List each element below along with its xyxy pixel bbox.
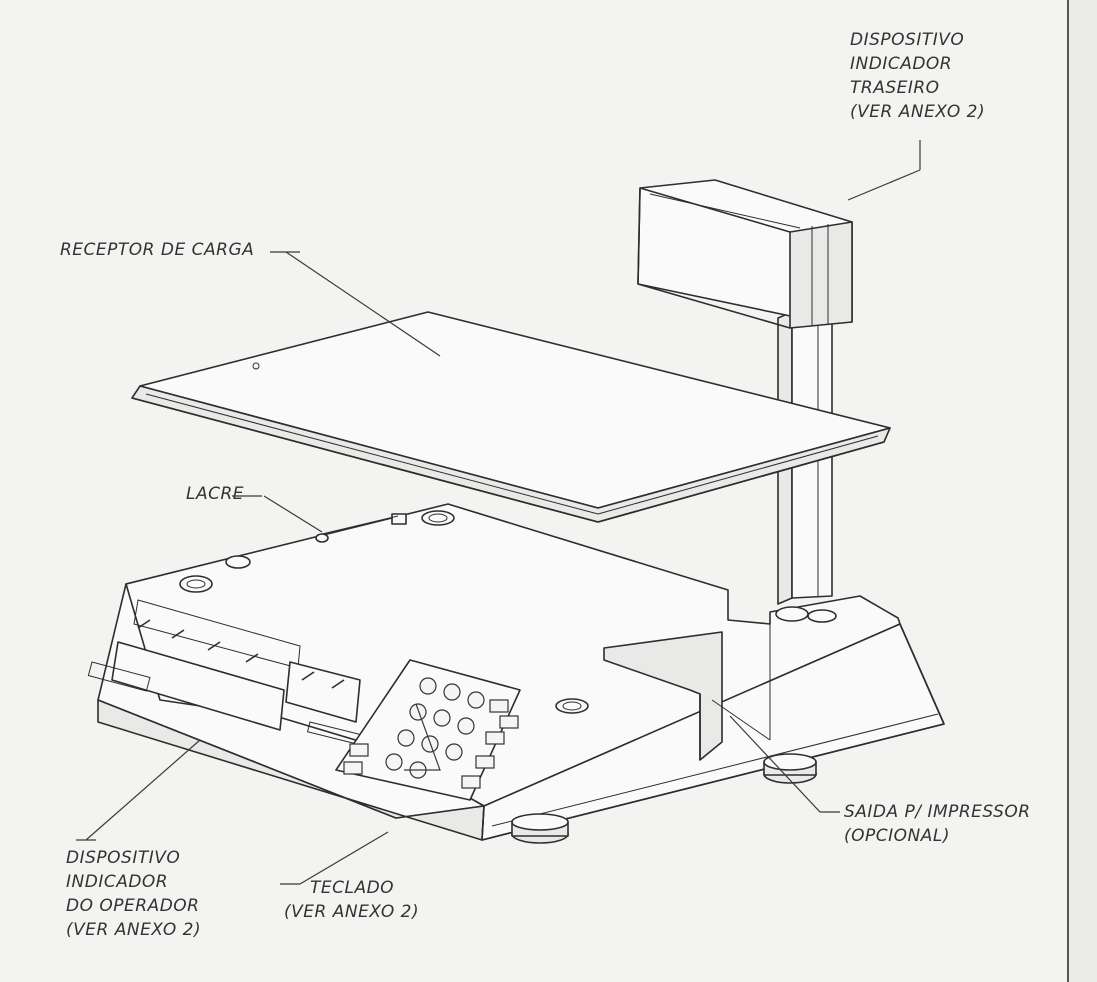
label-line: TECLADO bbox=[310, 878, 395, 898]
rear-display-box bbox=[637, 179, 853, 329]
label-line: SAIDA P/ IMPRESSOR bbox=[844, 802, 1031, 822]
page-edge-bezel bbox=[1067, 0, 1097, 982]
label-line: DO OPERADOR bbox=[66, 896, 200, 916]
label-line: (VER ANEXO 2) bbox=[284, 902, 420, 922]
label-line: INDICADOR bbox=[66, 872, 169, 892]
label-line: LACRE bbox=[186, 484, 245, 504]
label-line: INDICADOR bbox=[850, 54, 953, 74]
scale-feet bbox=[511, 753, 817, 844]
label-load-receptor: RECEPTOR DE CARGA bbox=[60, 238, 254, 262]
seal-screws bbox=[179, 510, 837, 714]
label-line: (VER ANEXO 2) bbox=[66, 920, 202, 940]
label-keyboard: TECLADO (VER ANEXO 2) bbox=[284, 876, 419, 924]
label-operator-display: DISPOSITIVO INDICADOR DO OPERADOR (VER A… bbox=[66, 846, 201, 942]
load-receptor-platter bbox=[131, 311, 891, 523]
label-line: (VER ANEXO 2) bbox=[850, 102, 986, 122]
label-rear-display: DISPOSITIVO INDICADOR TRASEIRO (VER ANEX… bbox=[850, 28, 985, 124]
label-line: DISPOSITIVO bbox=[850, 30, 965, 50]
keyboard-keys bbox=[335, 659, 521, 801]
label-line: DISPOSITIVO bbox=[66, 848, 181, 868]
label-seal: LACRE bbox=[186, 482, 244, 506]
label-printer-output: SAIDA P/ IMPRESSOR (OPCIONAL) bbox=[844, 800, 1031, 848]
leader-lines bbox=[76, 140, 921, 885]
label-line: (OPCIONAL) bbox=[844, 826, 950, 846]
label-line: TRASEIRO bbox=[850, 78, 940, 98]
label-line: RECEPTOR DE CARGA bbox=[60, 240, 255, 260]
operator-display-panel bbox=[87, 599, 365, 746]
